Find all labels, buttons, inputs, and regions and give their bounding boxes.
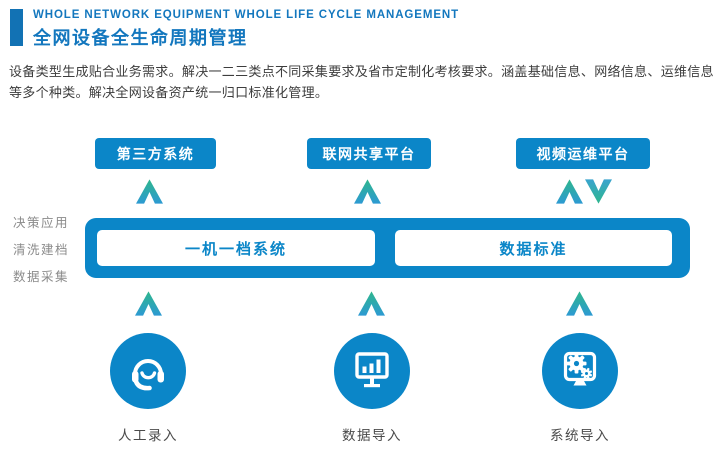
title-english: WHOLE NETWORK EQUIPMENT WHOLE LIFE CYCLE… — [33, 9, 460, 21]
stage-label-cleaning-archiving: 清洗建档 — [13, 243, 70, 257]
module-data-standard: 数据标准 — [395, 230, 672, 266]
channel-label-data-import: 数据导入 — [342, 428, 402, 443]
down-arrow-icon — [585, 179, 612, 204]
channel-system-import — [542, 333, 618, 409]
module-label: 一机一档系统 — [184, 240, 287, 258]
module-label: 数据标准 — [499, 240, 568, 258]
up-arrow-icon — [556, 179, 583, 204]
page-title: 全网设备全生命周期管理 — [33, 28, 248, 48]
channel-manual-entry — [110, 333, 186, 409]
title-accent-bar — [10, 9, 23, 46]
stage-label-decision-application: 决策应用 — [13, 216, 70, 230]
platform-node-video-ops-platform: 视频运维平台 — [516, 138, 650, 169]
platform-node-third-party-system: 第三方系统 — [95, 138, 216, 169]
module-one-machine-one-file-system: 一机一档系统 — [97, 230, 375, 266]
description-text: 设备类型生成贴合业务需求。解决一二三类点不同采集要求及省市定制化考核要求。涵盖基… — [9, 64, 714, 100]
monitor-bar-chart-icon — [348, 347, 396, 395]
channel-label-manual-entry: 人工录入 — [118, 428, 178, 443]
platform-label: 联网共享平台 — [322, 145, 416, 162]
channel-label-system-import: 系统导入 — [550, 428, 610, 443]
up-arrow-icon — [136, 179, 163, 204]
headset-icon — [124, 347, 172, 395]
up-down-arrow-pair — [556, 179, 612, 204]
platform-node-network-sharing-platform: 联网共享平台 — [307, 138, 431, 169]
core-platform-bar: 一机一档系统 数据标准 — [85, 218, 690, 278]
monitor-gears-icon — [556, 347, 604, 395]
up-arrow-icon — [354, 179, 381, 204]
channel-data-import — [334, 333, 410, 409]
up-arrow-icon — [135, 291, 162, 316]
up-arrow-icon — [566, 291, 593, 316]
platform-label: 第三方系统 — [116, 145, 195, 162]
platform-label: 视频运维平台 — [536, 145, 630, 162]
stage-label-data-collection: 数据采集 — [13, 270, 70, 284]
up-arrow-icon — [358, 291, 385, 316]
